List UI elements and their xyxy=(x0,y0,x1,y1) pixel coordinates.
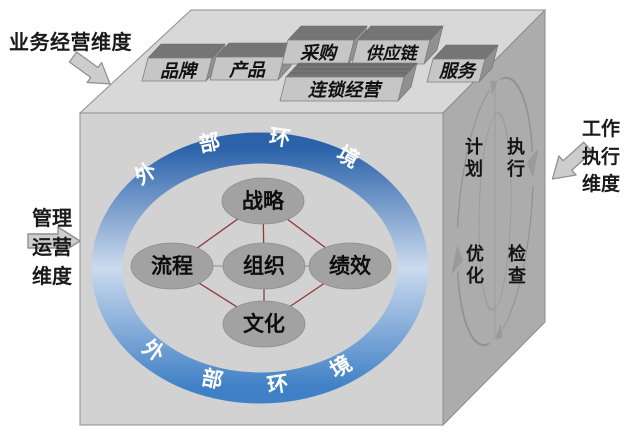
pdca-cycle xyxy=(451,76,539,347)
box-supply-chain-lid xyxy=(357,25,444,41)
node-performance-label: 绩效 xyxy=(329,254,371,278)
box-service-label: 服务 xyxy=(438,61,478,82)
execution-dimension-label: 工作 执行 维度 xyxy=(581,118,620,196)
box-procurement: 采购 xyxy=(281,25,368,65)
business-dimension-arrow-icon xyxy=(68,51,111,85)
node-performance: 绩效 xyxy=(308,242,392,290)
node-process-ellipse xyxy=(130,242,214,290)
node-culture-label: 文化 xyxy=(243,312,285,336)
pdca-arrow-arc xyxy=(502,185,534,329)
node-process: 流程 xyxy=(130,242,214,290)
execution-dimension-arrow-icon xyxy=(551,141,593,180)
box-service-front xyxy=(426,58,486,83)
node-organization-label: 组织 xyxy=(243,254,285,278)
pdca-step-optimize: 优化 xyxy=(466,244,484,287)
node-strategy-label: 战略 xyxy=(242,189,285,213)
pdca-arrow-arc xyxy=(456,89,491,228)
management-dimension-arrow-icon xyxy=(27,226,81,256)
node-culture-ellipse xyxy=(222,300,306,348)
box-chain-operation-front xyxy=(279,76,405,102)
pdca-step-plan: 计划 xyxy=(465,137,483,180)
box-product-label: 产品 xyxy=(228,60,266,81)
box-brand-front xyxy=(141,57,213,82)
pdca-arrowhead-icon xyxy=(526,148,539,178)
pdca-arrowhead-icon xyxy=(451,245,464,275)
business-dimension-label: 业务经营维度 xyxy=(9,30,132,54)
pdca-arrowhead-icon xyxy=(490,80,498,96)
node-culture: 文化 xyxy=(222,300,306,348)
dimension-arrows xyxy=(27,51,593,256)
pdca-arrow-arc xyxy=(456,270,491,347)
management-nodes: 战略 流程 组织 绩效 文化 xyxy=(130,177,392,348)
box-supply-chain: 供应链 xyxy=(351,25,444,65)
box-procurement-label: 采购 xyxy=(300,43,339,64)
box-supply-chain-label: 供应链 xyxy=(366,44,420,64)
node-performance-ellipse xyxy=(308,242,392,290)
box-brand-label: 品牌 xyxy=(160,61,199,82)
node-organization-ellipse xyxy=(222,242,306,290)
pdca-step-check: 检查 xyxy=(508,244,526,287)
pdca-arrowhead-icon xyxy=(495,323,503,340)
pdca-arrow-arc xyxy=(499,76,534,153)
ring-band xyxy=(91,132,429,404)
pdca-step-do: 执行 xyxy=(507,137,525,180)
node-organization: 组织 xyxy=(222,242,306,290)
box-procurement-lid xyxy=(287,25,368,41)
box-service: 服务 xyxy=(426,44,499,83)
box-chain-operation-label: 连锁经营 xyxy=(308,80,383,101)
node-strategy: 战略 xyxy=(221,177,305,225)
top-face-boxes: 品牌 产品 采购 供应链 xyxy=(141,25,499,102)
box-chain-operation: 连锁经营 xyxy=(279,62,418,102)
box-brand-lid xyxy=(147,43,226,59)
management-dimension-label: 管理 运营 维度 xyxy=(32,206,72,288)
pdca-arrows xyxy=(451,76,539,347)
node-process-label: 流程 xyxy=(151,254,193,278)
node-strategy-ellipse xyxy=(221,177,305,225)
